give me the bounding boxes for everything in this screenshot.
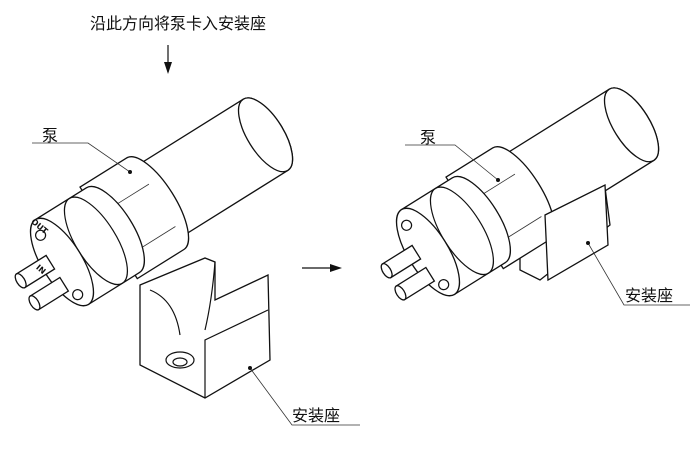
- instruction-text: 沿此方向将泵卡入安装座: [90, 14, 267, 33]
- pump-label-right: 泵: [420, 128, 437, 147]
- mount-bracket-left: [139, 257, 271, 399]
- mount-label-left: 安装座: [292, 406, 341, 425]
- pump-label-left: 泵: [42, 126, 59, 145]
- mount-label-right: 安装座: [625, 286, 674, 305]
